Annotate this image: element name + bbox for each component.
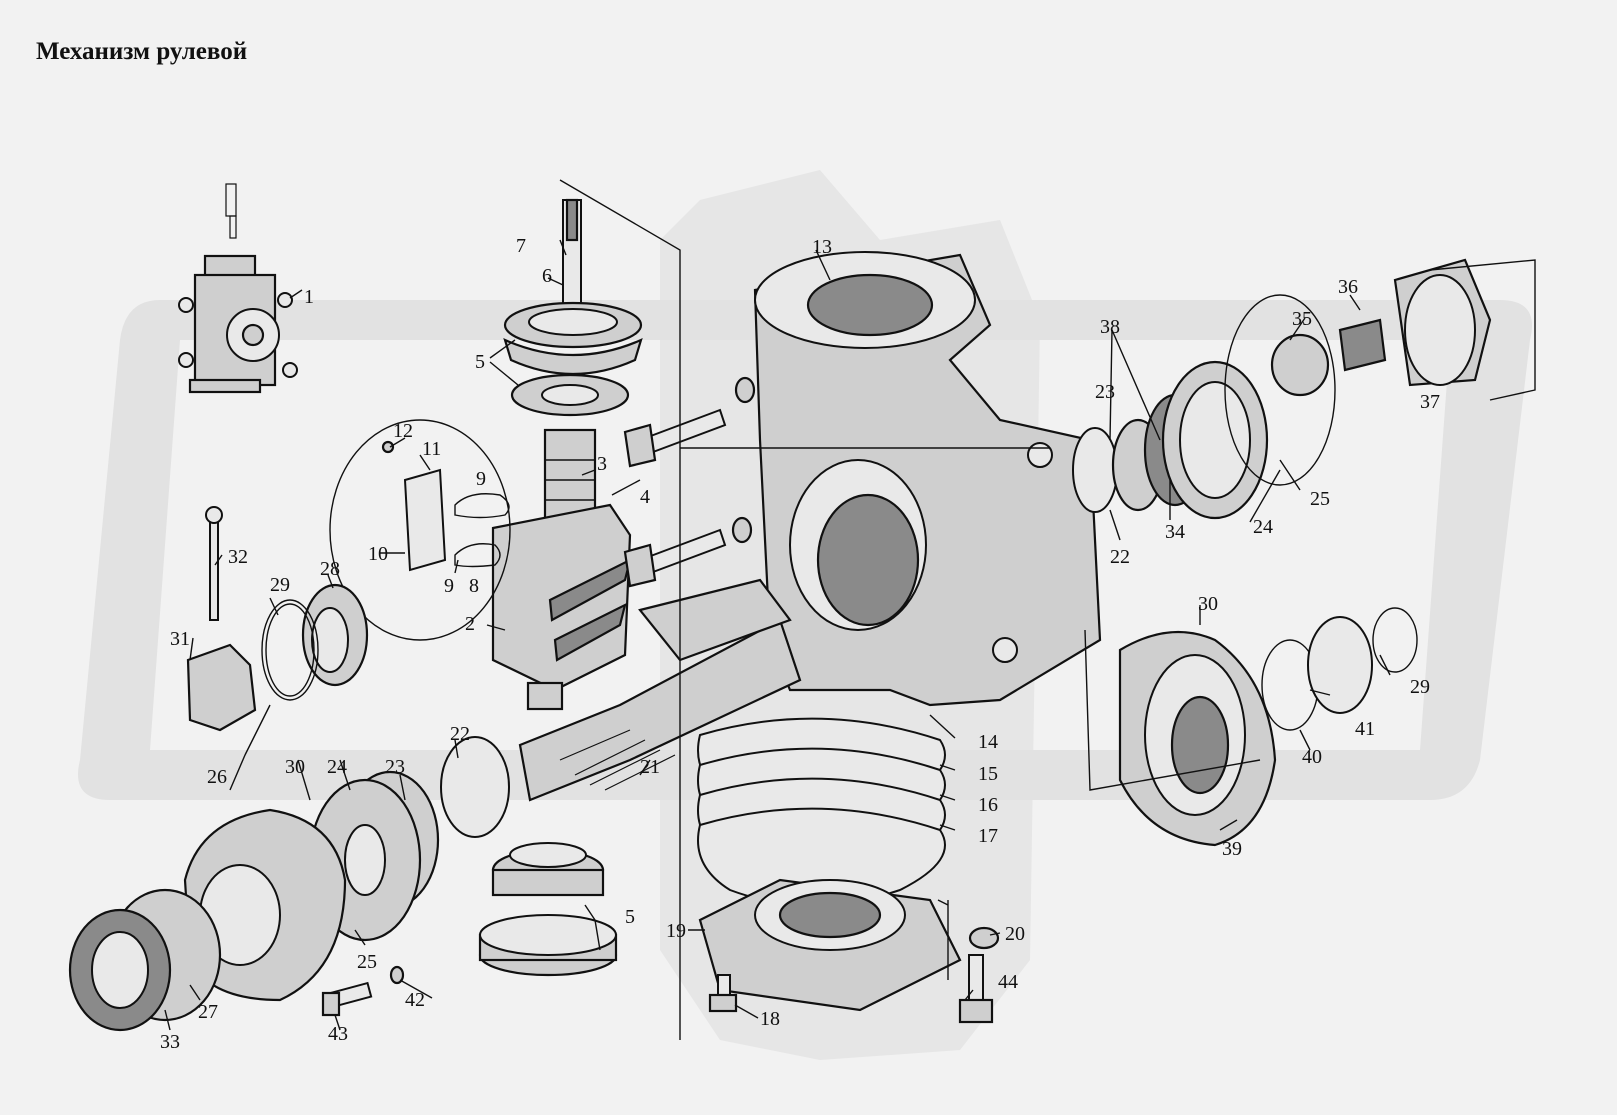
callout-44: 44: [998, 971, 1018, 993]
callout-5: 5: [475, 351, 485, 373]
callout-32: 32: [228, 546, 248, 568]
callout-11: 11: [422, 438, 441, 460]
callout-34: 34: [1165, 521, 1185, 543]
callout-10: 10: [368, 543, 388, 565]
part-8-12-ball-guides: [329, 419, 511, 641]
callout-22: 22: [1110, 546, 1130, 568]
callout-9: 9: [476, 468, 486, 490]
callout-29: 29: [270, 574, 290, 596]
part-39-side-cover-right: [1084, 629, 1277, 847]
callout-6: 6: [542, 265, 552, 287]
callout-1: 1: [304, 286, 314, 308]
callout-12: 12: [393, 420, 413, 442]
part-35-36-37-right-group: [1270, 258, 1536, 401]
part-2-ball-nut-rack: [491, 503, 632, 711]
bolts-upper: [611, 376, 756, 588]
part-22-washer-left: [440, 736, 510, 838]
part-19-bottom-cover: [698, 878, 962, 1012]
callout-24: 24: [327, 756, 347, 778]
callout-30: 30: [1198, 593, 1218, 615]
callout-33: 33: [160, 1031, 180, 1053]
callout-30: 30: [285, 756, 305, 778]
page-title: Механизм рулевой: [36, 38, 248, 65]
part-6-7-shaft: [562, 198, 582, 331]
callout-21: 21: [640, 756, 660, 778]
part-40-41-29-right-rings: [1261, 607, 1418, 731]
callout-17: 17: [978, 825, 998, 847]
callout-31: 31: [170, 628, 190, 650]
part-42-43-fasteners-left: [321, 965, 405, 1017]
callout-40: 40: [1302, 746, 1322, 768]
leader-lines: [164, 179, 1391, 1040]
callout-13: 13: [812, 236, 832, 258]
callout-39: 39: [1222, 838, 1242, 860]
part-13-housing: [680, 251, 1102, 707]
callout-37: 37: [1420, 391, 1440, 413]
callout-15: 15: [978, 763, 998, 785]
callout-42: 42: [405, 989, 425, 1011]
callout-35: 35: [1292, 308, 1312, 330]
part-26-side-cover-left: [183, 808, 347, 1002]
callout-23: 23: [385, 756, 405, 778]
part-15-17-gaskets: [697, 717, 946, 906]
callout-28: 28: [320, 558, 340, 580]
callout-labels: 1 2 3 4 5 5 6 7 8 9 9 10 11 12 13 14 15 …: [160, 235, 1440, 1053]
callout-20: 20: [1005, 923, 1025, 945]
callout-16: 16: [978, 794, 998, 816]
callout-36: 36: [1338, 276, 1358, 298]
part-18-20-44-fasteners: [708, 899, 1000, 1024]
callout-25: 25: [1310, 488, 1330, 510]
callout-2: 2: [465, 613, 475, 635]
callout-5: 5: [625, 906, 635, 928]
callout-18: 18: [760, 1008, 780, 1030]
part-5-bearing-bottom: [478, 842, 618, 977]
callout-3: 3: [597, 453, 607, 475]
callout-8: 8: [469, 575, 479, 597]
callout-4: 4: [640, 486, 650, 508]
callout-9: 9: [444, 575, 454, 597]
callout-25: 25: [357, 951, 377, 973]
callout-43: 43: [328, 1023, 348, 1045]
callout-27: 27: [198, 1001, 218, 1023]
callout-19: 19: [666, 920, 686, 942]
callout-24: 24: [1253, 516, 1273, 538]
callout-7: 7: [516, 235, 526, 257]
part-28-29-31-32-left-group: [186, 506, 369, 732]
callout-41: 41: [1355, 718, 1375, 740]
callout-38: 38: [1100, 316, 1120, 338]
callout-22: 22: [450, 723, 470, 745]
part-1-steering-gear-assembly: [178, 183, 298, 394]
callout-23: 23: [1095, 381, 1115, 403]
part-5-bearing-top: [503, 301, 643, 417]
callout-29: 29: [1410, 676, 1430, 698]
callout-26: 26: [207, 766, 227, 788]
part-38-34-22-bearing-right: [1072, 294, 1336, 520]
callout-14: 14: [978, 731, 998, 753]
